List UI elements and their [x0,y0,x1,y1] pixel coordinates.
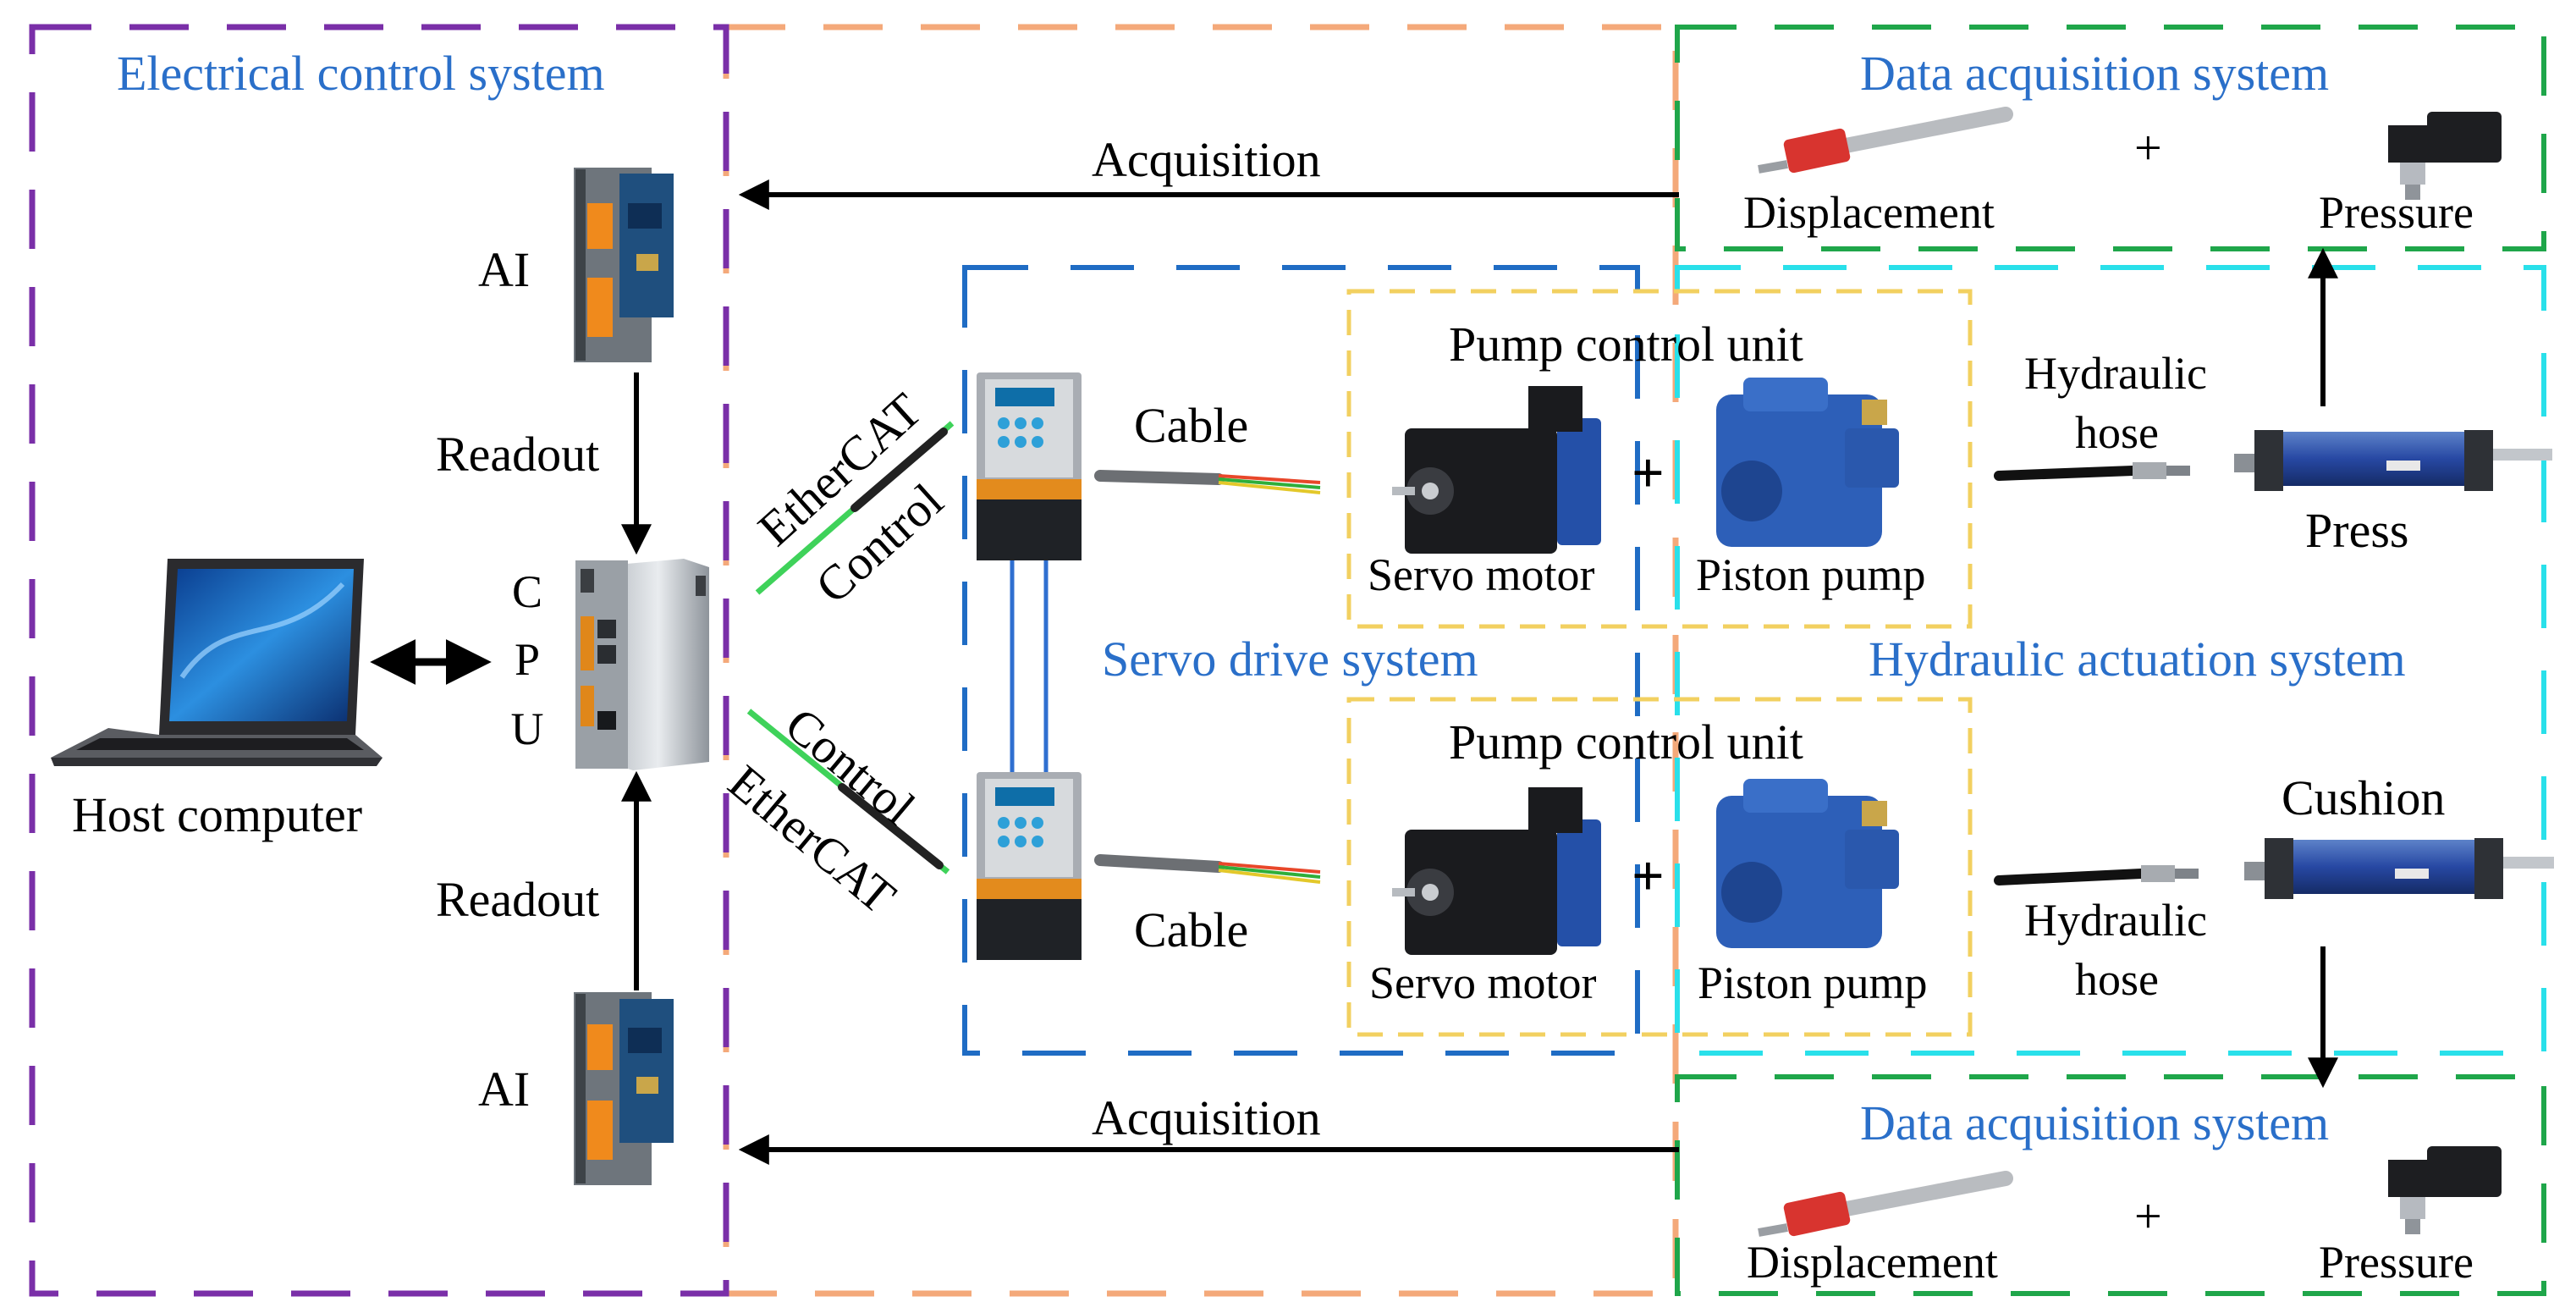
pressure-sensor-icon-top [2388,112,2502,200]
pump-unit-title-bottom: Pump control unit [1449,714,1803,770]
cushion-label: Cushion [2282,770,2446,825]
acquisition-label-top: Acquisition [1092,132,1321,187]
press-cylinder-icon [2234,430,2552,491]
servo-motor-label-top: Servo motor [1368,549,1595,600]
cable-label-top: Cable [1134,398,1249,453]
data-plus-bottom: + [2134,1189,2162,1244]
piston-pump-label-bottom: Piston pump [1698,957,1928,1008]
servo-drive-icon-bottom [977,772,1082,960]
hydraulic-system-border [1675,265,2546,1056]
hydraulic-hose-icon-top [1994,462,2190,481]
pressure-sensor-icon-bottom [2388,1146,2502,1234]
electrical-system-border [29,24,729,1297]
cpu-letter-p: P [514,634,541,685]
laptop-icon [51,559,383,766]
pump-plus-bottom: + [1632,843,1665,908]
piston-pump-icon-bottom [1716,779,1899,948]
servo-drive-border [962,265,1640,1056]
cpu-module-icon [575,559,709,770]
servo-motor-icon-top [1392,386,1601,554]
hose-label-top-line2: hose [2075,407,2159,458]
ai-module-icon-bottom [574,992,674,1185]
displacement-sensor-icon-top [1758,107,2013,174]
data-acquisition-title-bottom: Data acquisition system [1860,1095,2330,1150]
press-label: Press [2305,503,2409,558]
pressure-label-top: Pressure [2319,187,2474,238]
displacement-sensor-icon-bottom [1758,1171,2013,1237]
data-plus-top: + [2134,120,2162,175]
ai-module-icon-top [574,168,674,362]
pressure-label-bottom: Pressure [2319,1237,2474,1288]
displacement-label-bottom: Displacement [1747,1237,1998,1288]
pump-plus-top: + [1632,440,1665,505]
hose-label-bottom-line2: hose [2075,954,2159,1005]
servo-motor-label-bottom: Servo motor [1369,957,1597,1008]
servo-motor-icon-bottom [1392,787,1601,955]
servo-drive-icon-top [977,372,1082,560]
readout-label-bottom: Readout [436,872,600,927]
hose-label-top-line1: Hydraulic [2024,348,2207,399]
displacement-label-top: Displacement [1743,187,1995,238]
ethercat-cable-bottom [838,783,944,869]
cushion-cylinder-icon [2244,838,2554,899]
data-acquisition-title-top: Data acquisition system [1860,46,2330,101]
cable-label-bottom: Cable [1134,902,1249,957]
cpu-letter-c: C [511,566,543,617]
cable-icon-bottom [1094,854,1321,884]
ethercat-cable-top [850,428,948,512]
cpu-letter-u: U [510,703,544,754]
pump-unit-border-top [1346,289,1973,629]
acquisition-label-bottom: Acquisition [1092,1090,1321,1145]
data-acquisition-border-top [1675,25,2546,251]
piston-pump-label-top: Piston pump [1696,549,1926,600]
ai-label-bottom: AI [478,1062,531,1117]
pump-unit-border-bottom [1346,697,1973,1037]
servo-drive-title: Servo drive system [1102,632,1478,687]
ai-label-top: AI [478,242,531,297]
cable-icon-top [1094,470,1321,494]
host-computer-label: Host computer [72,787,363,842]
data-acquisition-border-bottom [1675,1074,2546,1296]
pump-unit-title-top: Pump control unit [1449,317,1803,372]
electrical-system-title: Electrical control system [117,46,605,101]
piston-pump-icon-top [1716,378,1899,547]
hydraulic-system-title: Hydraulic actuation system [1869,632,2406,687]
hydraulic-hose-icon-bottom [1994,865,2199,885]
readout-label-top: Readout [436,427,600,482]
hose-label-bottom-line1: Hydraulic [2024,895,2207,946]
